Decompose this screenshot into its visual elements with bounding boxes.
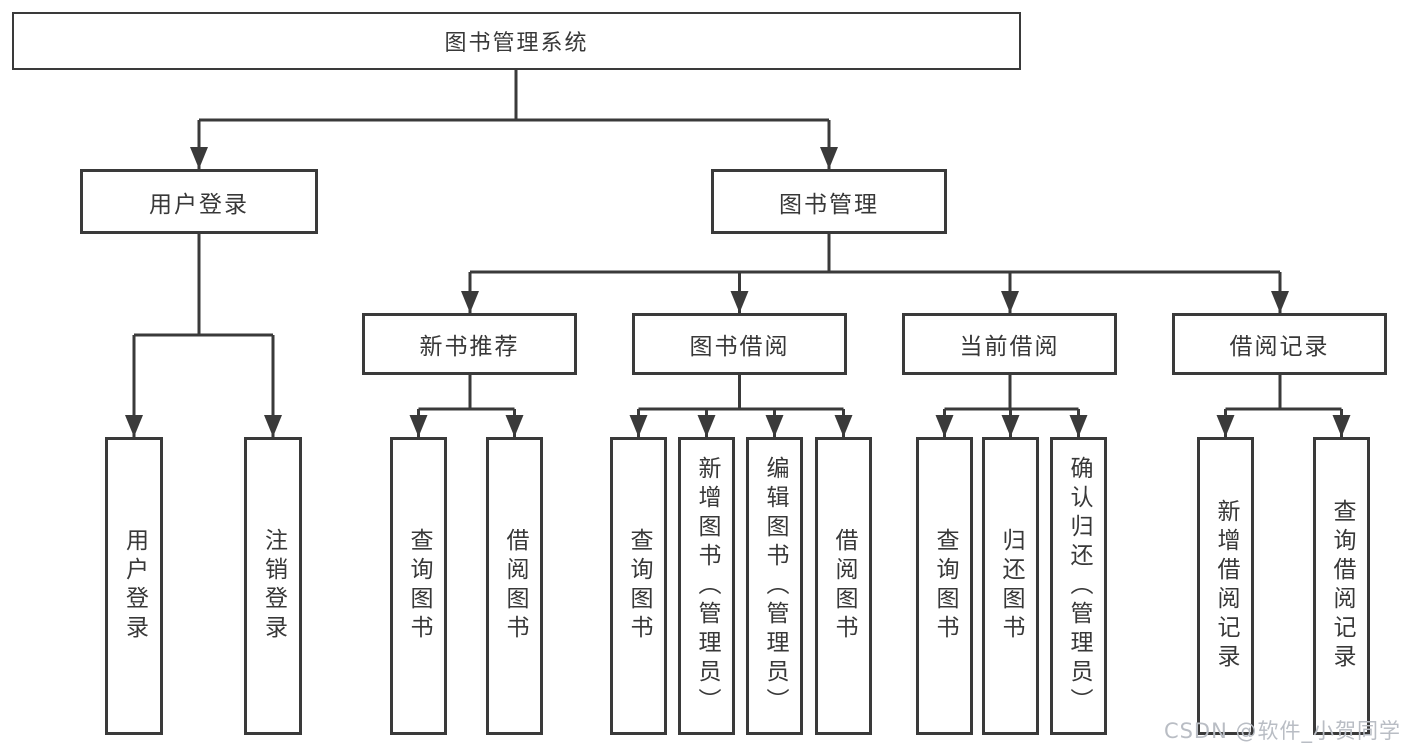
node-label: 图书管理系统	[444, 31, 589, 56]
arrow-down-icon	[125, 120, 1351, 437]
node-borrow-books: 借阅图书	[815, 437, 872, 735]
node-recommend-borrow-books: 借阅图书	[486, 437, 543, 735]
node-current-borrowing: 当前借阅	[902, 313, 1117, 375]
node-label: 借阅图书	[502, 528, 528, 644]
node-borrowing-records: 借阅记录	[1172, 313, 1387, 375]
node-label: 编辑图书（管理员）	[762, 455, 788, 717]
node-label: 注销登录	[260, 528, 287, 644]
node-user-login-group: 用户登录	[80, 169, 318, 234]
node-book-management-group: 图书管理	[711, 169, 947, 234]
node-label: 查询图书	[932, 528, 958, 644]
node-return-books: 归还图书	[982, 437, 1039, 735]
node-label: 新增借阅记录	[1213, 499, 1239, 673]
node-add-borrow-record: 新增借阅记录	[1197, 437, 1254, 735]
node-borrowing-query-books: 查询图书	[610, 437, 667, 735]
node-library-management-system: 图书管理系统	[12, 12, 1021, 70]
node-query-borrow-record: 查询借阅记录	[1313, 437, 1370, 735]
node-label: 当前借阅	[959, 334, 1060, 360]
node-label: 归还图书	[998, 528, 1024, 644]
node-label: 图书借阅	[689, 334, 790, 360]
node-label: 用户登录	[121, 528, 148, 644]
node-current-query-books: 查询图书	[916, 437, 973, 735]
node-label: 新增图书（管理员）	[694, 455, 720, 717]
node-new-book-recommend: 新书推荐	[362, 313, 577, 375]
node-label: 查询图书	[406, 528, 432, 644]
node-label: 图书管理	[779, 191, 879, 218]
node-label: 查询图书	[626, 528, 652, 644]
node-label: 借阅图书	[831, 528, 857, 644]
node-recommend-query-books: 查询图书	[390, 437, 447, 735]
node-confirm-return-admin: 确认归还（管理员）	[1050, 437, 1107, 735]
node-label: 新书推荐	[419, 334, 520, 360]
node-edit-books-admin: 编辑图书（管理员）	[746, 437, 803, 735]
csdn-watermark: CSDN @软件_小贺同学	[1163, 719, 1401, 743]
node-logout: 注销登录	[244, 437, 302, 735]
node-label: 借阅记录	[1229, 334, 1330, 360]
node-user-login: 用户登录	[105, 437, 163, 735]
node-label: 用户登录	[149, 191, 249, 218]
node-label: 查询借阅记录	[1329, 499, 1355, 673]
node-add-books-admin: 新增图书（管理员）	[678, 437, 735, 735]
node-label: 确认归还（管理员）	[1066, 455, 1092, 717]
node-book-borrowing: 图书借阅	[632, 313, 847, 375]
